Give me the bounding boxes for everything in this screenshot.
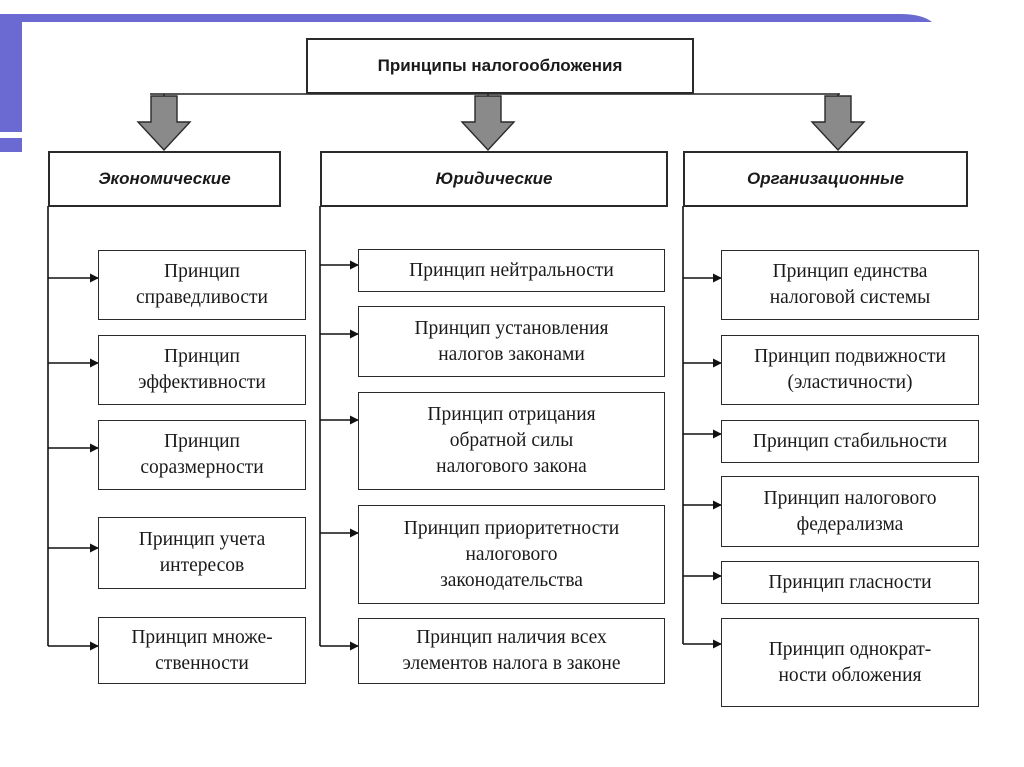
principle-no-retroactivity: Принцип отрицания обратной силы налогово… (358, 392, 665, 490)
principle-neutrality: Принцип нейтральности (358, 249, 665, 292)
block-arrow-economic (136, 95, 192, 152)
economic-connectors (47, 206, 99, 651)
principle-all-elements-in-law: Принцип наличия всех элементов налога в … (358, 618, 665, 684)
block-arrow-legal (460, 95, 516, 152)
principle-stability: Принцип стабильности (721, 420, 979, 463)
slide-left-strip (0, 14, 22, 132)
diagram-title: Принципы налогообложения (306, 38, 694, 94)
principle-elasticity: Принцип подвижности (эластичности) (721, 335, 979, 405)
principle-fairness: Принцип справедливости (98, 250, 306, 320)
principle-unity: Принцип единства налоговой системы (721, 250, 979, 320)
principle-federalism: Принцип налогового федерализма (721, 476, 979, 547)
slide-top-bar (0, 14, 932, 22)
principle-single-taxation: Принцип однократ- ности обложения (721, 618, 979, 707)
block-arrows (136, 95, 866, 152)
principle-proportionality: Принцип соразмерности (98, 420, 306, 490)
principle-multiplicity: Принцип множе- ственности (98, 617, 306, 684)
block-arrow-org (810, 95, 866, 152)
category-legal: Юридические (320, 151, 668, 207)
category-economic: Экономические (48, 151, 281, 207)
principle-tax-law-priority: Принцип приоритетности налогового законо… (358, 505, 665, 604)
category-organizational: Организационные (683, 151, 968, 207)
slide-left-tab (0, 138, 22, 152)
org-connectors (682, 206, 722, 649)
principle-interests: Принцип учета интересов (98, 517, 306, 589)
principle-statutory-taxes: Принцип установления налогов законами (358, 306, 665, 377)
legal-connectors (319, 206, 359, 651)
principle-transparency: Принцип гласности (721, 561, 979, 604)
principle-efficiency: Принцип эффективности (98, 335, 306, 405)
